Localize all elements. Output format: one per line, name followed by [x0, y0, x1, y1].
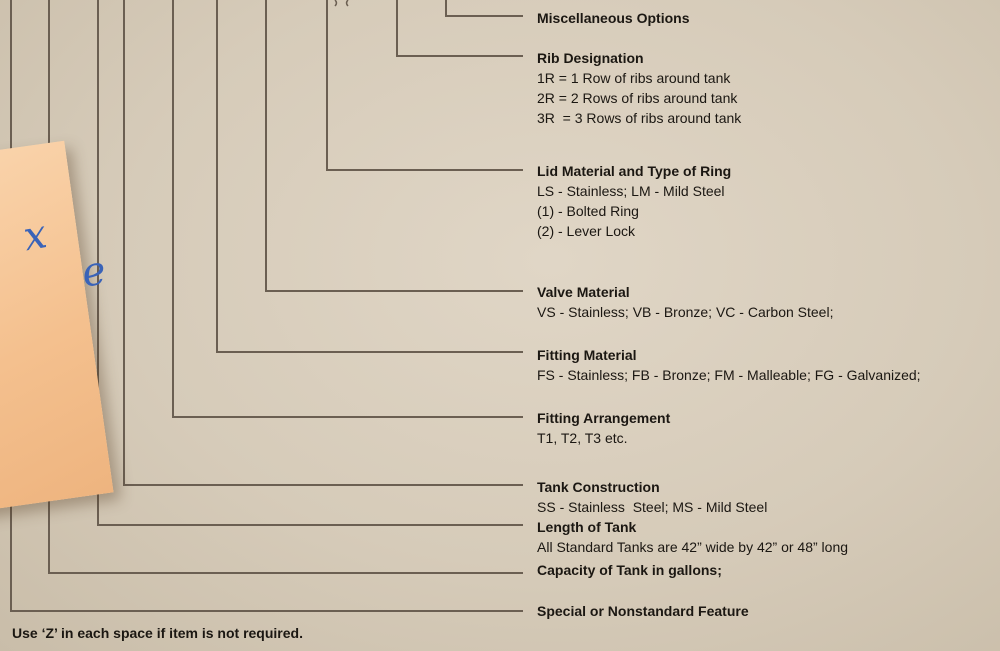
- section-fitting-arrangement: Fitting Arrangement T1, T2, T3 etc.: [537, 408, 670, 448]
- section-line: (1) - Bolted Ring: [537, 203, 639, 219]
- section-fitting-material: Fitting Material FS - Stainless; FB - Br…: [537, 345, 921, 385]
- section-line: SS - Stainless Steel; MS - Mild Steel: [537, 499, 768, 515]
- connector-top-fragment: [334, 0, 349, 7]
- section-valve-material: Valve Material VS - Stainless; VB - Bron…: [537, 282, 833, 322]
- section-title: Special or Nonstandard Feature: [537, 603, 749, 619]
- section-line: 1R = 1 Row of ribs around tank: [537, 70, 731, 86]
- connector-length-of-tank: [97, 0, 523, 526]
- section-tank-construction: Tank Construction SS - Stainless Steel; …: [537, 477, 767, 517]
- section-line: T1, T2, T3 etc.: [537, 430, 628, 446]
- connector-fitting-material: [216, 0, 523, 353]
- section-title: Fitting Material: [537, 347, 637, 363]
- connector-misc-options: [445, 0, 523, 17]
- connector-rib-designation: [396, 0, 523, 57]
- section-line: VS - Stainless; VB - Bronze; VC - Carbon…: [537, 304, 834, 320]
- section-title: Miscellaneous Options: [537, 10, 690, 26]
- footer-note: Use ‘Z’ in each space if item is not req…: [12, 625, 303, 641]
- section-line: 3R = 3 Rows of ribs around tank: [537, 110, 742, 126]
- section-title: Fitting Arrangement: [537, 410, 671, 426]
- section-line: FS - Stainless; FB - Bronze; FM - Mallea…: [537, 367, 921, 383]
- connector-tank-construction: [123, 0, 523, 486]
- section-misc-options: Miscellaneous Options: [537, 8, 689, 28]
- connector-fitting-arrangement: [172, 0, 523, 418]
- section-special-feature: Special or Nonstandard Feature: [537, 601, 749, 621]
- section-line: 2R = 2 Rows of ribs around tank: [537, 90, 738, 106]
- section-title: Lid Material and Type of Ring: [537, 163, 732, 179]
- sticky-note-handwriting: x e: [20, 202, 109, 306]
- section-line: All Standard Tanks are 42” wide by 42” o…: [537, 539, 849, 555]
- connector-capacity: [48, 0, 523, 574]
- connector-valve-material: [265, 0, 523, 292]
- connector-lid-material: [326, 0, 523, 171]
- section-title: Length of Tank: [537, 519, 637, 535]
- section-line: LS - Stainless; LM - Mild Steel: [537, 183, 725, 199]
- section-title: Rib Designation: [537, 50, 644, 66]
- section-title: Capacity of Tank in gallons;: [537, 562, 722, 578]
- section-rib-designation: Rib Designation 1R = 1 Row of ribs aroun…: [537, 48, 741, 128]
- section-capacity: Capacity of Tank in gallons;: [537, 560, 722, 580]
- section-title: Valve Material: [537, 284, 630, 300]
- section-lid-material: Lid Material and Type of Ring LS - Stain…: [537, 161, 731, 241]
- section-title: Tank Construction: [537, 479, 660, 495]
- section-line: (2) - Lever Lock: [537, 223, 636, 239]
- section-length-of-tank: Length of Tank All Standard Tanks are 42…: [537, 517, 848, 557]
